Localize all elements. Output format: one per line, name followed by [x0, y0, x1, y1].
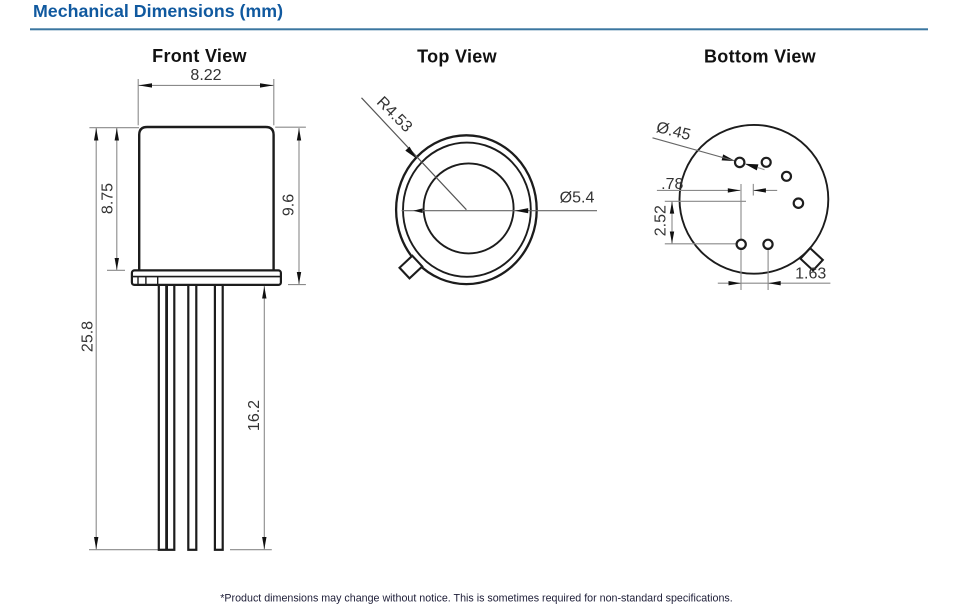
- svg-text:1.63: 1.63: [795, 265, 826, 282]
- svg-text:Mechanical Dimensions (mm): Mechanical Dimensions (mm): [33, 1, 283, 21]
- svg-text:Ø5.4: Ø5.4: [560, 190, 595, 207]
- svg-text:Front View: Front View: [152, 46, 247, 66]
- svg-text:25.8: 25.8: [80, 321, 97, 352]
- svg-text:2.52: 2.52: [653, 205, 670, 236]
- svg-text:*Product dimensions may change: *Product dimensions may change without n…: [220, 592, 732, 604]
- svg-text:8.22: 8.22: [190, 67, 221, 84]
- svg-text:8.75: 8.75: [99, 183, 116, 214]
- svg-text:Bottom View: Bottom View: [704, 47, 817, 67]
- svg-text:.78: .78: [661, 176, 683, 193]
- svg-text:Top View: Top View: [417, 47, 497, 67]
- svg-text:16.2: 16.2: [246, 400, 263, 431]
- svg-text:9.6: 9.6: [280, 194, 297, 216]
